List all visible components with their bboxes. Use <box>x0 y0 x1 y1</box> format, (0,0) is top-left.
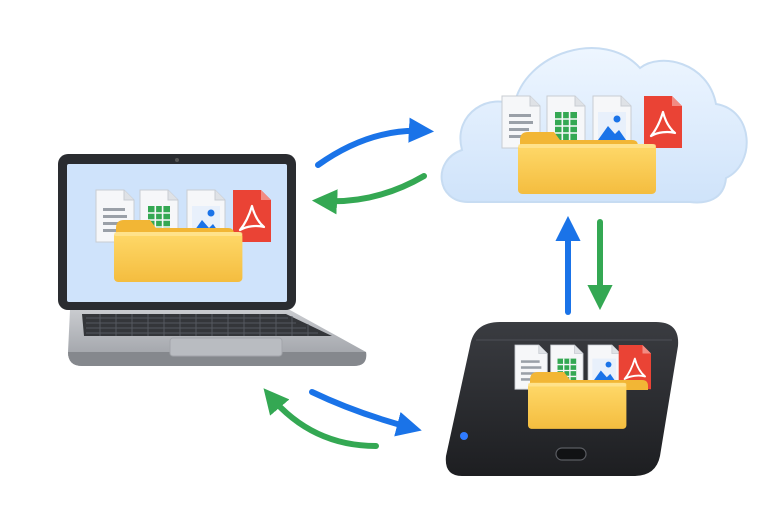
external-drive-icon <box>445 322 679 476</box>
laptop-icon <box>58 154 367 366</box>
folder-icon <box>528 382 627 429</box>
laptop-trackpad <box>169 337 283 357</box>
arrow-drive-to-laptop <box>263 388 379 449</box>
arrow-laptop-to-cloud <box>315 117 435 168</box>
sync-arrows <box>263 117 613 449</box>
drive-led <box>460 432 468 440</box>
arrow-laptop-to-drive <box>309 389 422 437</box>
folder-icon <box>518 144 656 194</box>
arrow-cloud-to-laptop <box>311 173 427 215</box>
folder-icon <box>114 232 243 282</box>
cloud-icon <box>440 47 748 204</box>
laptop-keyboard <box>82 314 332 336</box>
pdf-icon <box>642 94 684 150</box>
usb-c-port <box>555 447 587 461</box>
